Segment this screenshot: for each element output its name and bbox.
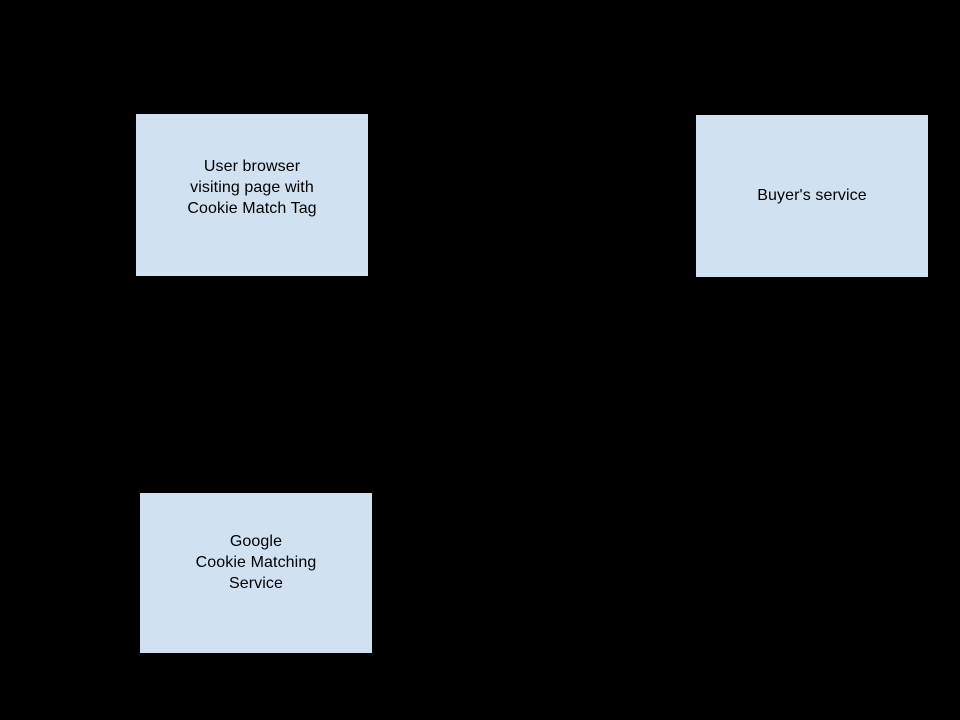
- node-user-browser-label: User browser visiting page with Cookie M…: [187, 158, 317, 217]
- node-google-cookie-matching-service[interactable]: Google Cookie Matching Service: [140, 493, 372, 653]
- node-buyers-service[interactable]: Buyer's service: [696, 115, 928, 277]
- node-buyers-service-label: Buyer's service: [757, 186, 867, 204]
- node-google-cookie-matching-service-label: Google Cookie Matching Service: [195, 533, 317, 592]
- node-user-browser[interactable]: User browser visiting page with Cookie M…: [136, 114, 368, 276]
